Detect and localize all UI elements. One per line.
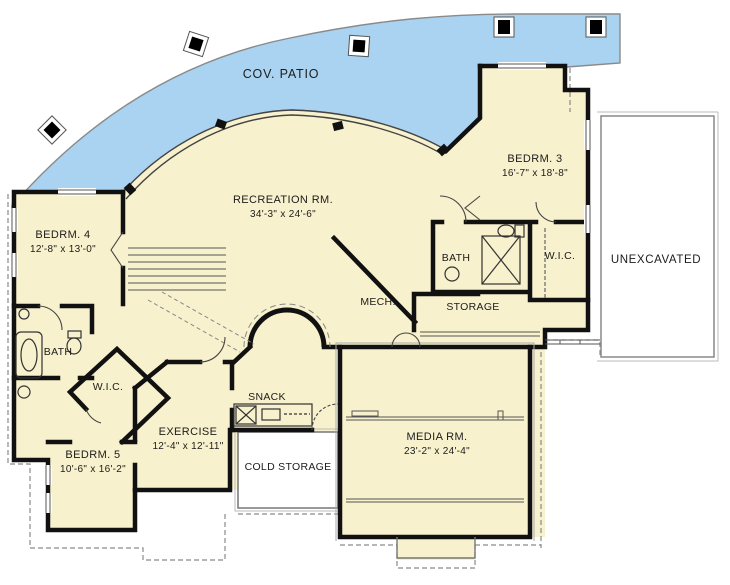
patio-post-icon (182, 30, 210, 58)
sink-icon (17, 385, 31, 399)
patio-post-icon (347, 34, 371, 58)
media-room-dims: 23'-2" x 24'-4" (404, 446, 470, 457)
window-wall-mullions (123, 118, 450, 196)
toilet-icon (66, 330, 82, 355)
storage-label: STORAGE (446, 301, 499, 313)
door-swing (37, 305, 63, 331)
patio-post-icon (585, 16, 607, 38)
exercise-label: EXERCISE (159, 426, 218, 438)
recreation-room-label: RECREATION RM. (233, 194, 333, 206)
cold-storage-shape (237, 431, 339, 509)
bedroom5-label: BEDRM. 5 (65, 449, 120, 461)
bedroom4-dims: 12'-8" x 13'-0" (30, 244, 96, 255)
mech-label: MECH. (360, 296, 395, 308)
fixtures (15, 224, 546, 427)
bedroom3-label: BEDRM. 3 (507, 153, 562, 165)
door-swing (311, 403, 339, 431)
sink-icon (18, 308, 30, 320)
media-room-label: MEDIA RM. (406, 431, 467, 443)
corridor-steps (420, 331, 600, 345)
exercise-dims: 12'-4" x 12'-11" (152, 441, 223, 452)
patio-post-icon (37, 115, 67, 145)
recreation-room-dims: 34'-3" x 24'-6" (250, 209, 316, 220)
wic-right-label: W.I.C. (545, 250, 575, 262)
patio-posts (37, 16, 607, 145)
rotunda-trim-arc (243, 303, 331, 348)
door-swing (199, 336, 226, 363)
patio-post-icon (493, 16, 515, 38)
bifold-door-icon (464, 195, 481, 221)
door-swing (85, 408, 102, 424)
sink-icon (444, 266, 460, 282)
unexcavated-area (597, 111, 719, 362)
wic-left-label: W.I.C. (93, 381, 123, 393)
bath-right-label: BATH (442, 252, 470, 264)
door-swing (439, 195, 467, 223)
windows (10, 62, 592, 513)
media-room-details (335, 342, 535, 559)
bifold-door-icon (110, 231, 124, 269)
door-swing (391, 332, 421, 348)
bedroom4-label: BEDRM. 4 (35, 229, 90, 241)
curved-window-wall (121, 109, 447, 200)
unexcavated-label: UNEXCAVATED (611, 254, 701, 266)
shower-icon (481, 235, 521, 285)
bath-left-label: BATH (44, 346, 72, 358)
stairs (128, 247, 255, 353)
unexcavated-outer-line (597, 111, 719, 362)
cold-storage-label: COLD STORAGE (245, 461, 332, 473)
room-labels: COV. PATIO RECREATION RM. 34'-3" x 24'-6… (30, 67, 701, 475)
bedroom3-dims: 16'-7" x 18'-8" (502, 168, 568, 179)
bathtub-icon (15, 331, 43, 379)
door-swing (535, 201, 557, 223)
bedroom5-dims: 10'-6" x 16'-2" (60, 464, 126, 475)
rotunda-wall (247, 307, 327, 348)
covered-patio-label: COV. PATIO (243, 67, 320, 81)
unexcavated-shape (600, 115, 715, 358)
doors (37, 195, 557, 431)
snack-counter (233, 403, 313, 427)
snack-label: SNACK (248, 391, 286, 403)
